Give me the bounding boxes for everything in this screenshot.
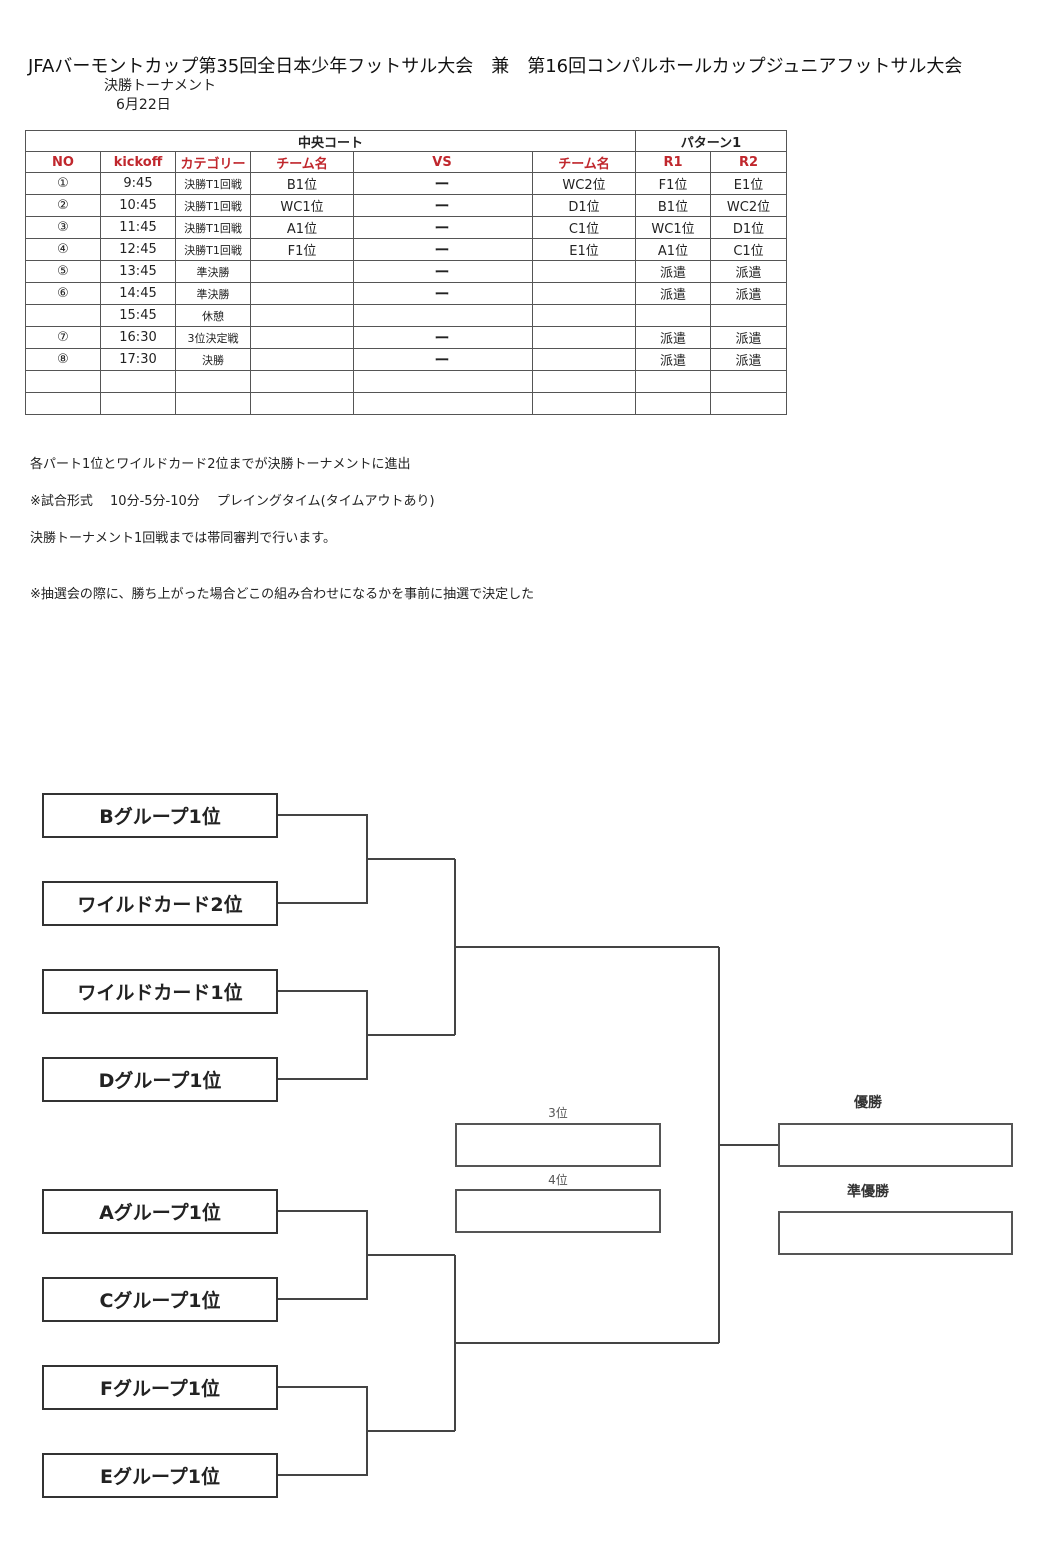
cell-kickoff: 11:45 bbox=[100, 216, 176, 239]
page-subtitle: 決勝トーナメント bbox=[104, 78, 216, 94]
col-vs: VS bbox=[404, 151, 480, 173]
runner-up-box bbox=[778, 1211, 1013, 1255]
cell-r1: WC1位 bbox=[635, 216, 711, 239]
cell-r2: 派遣 bbox=[710, 326, 787, 349]
note-referee: 決勝トーナメント1回戦までは帯同審判で行います。 bbox=[30, 531, 336, 546]
schedule-table: 中央コート パターン1 NO kickoff カテゴリー チーム名 VS チーム… bbox=[25, 130, 787, 415]
bracket-team-f1: Fグループ1位 bbox=[42, 1365, 278, 1410]
schedule-row bbox=[25, 370, 787, 393]
col-no: NO bbox=[25, 151, 101, 173]
bracket-team-b1: Bグループ1位 bbox=[42, 793, 278, 838]
bracket-team-wc2: ワイルドカード2位 bbox=[42, 881, 278, 926]
cell-category: 3位決定戦 bbox=[175, 326, 251, 349]
col-kickoff: kickoff bbox=[100, 151, 176, 173]
schedule-row bbox=[25, 392, 787, 415]
cell-vs bbox=[404, 392, 480, 415]
bracket-team-wc1: ワイルドカード1位 bbox=[42, 969, 278, 1014]
col-team2: チーム名 bbox=[532, 151, 636, 173]
third-place-box bbox=[455, 1123, 661, 1167]
cell-kickoff: 10:45 bbox=[100, 194, 176, 217]
event-date: 6月22日 bbox=[116, 97, 171, 113]
cell-r2: 派遣 bbox=[710, 282, 787, 305]
cell-r2 bbox=[710, 392, 787, 415]
cell-kickoff: 16:30 bbox=[100, 326, 176, 349]
note-draw: ※抽選会の際に、勝ち上がった場合どこの組み合わせになるかを事前に抽選で決定した bbox=[30, 587, 535, 602]
bracket-team-d1: Dグループ1位 bbox=[42, 1057, 278, 1102]
note-advance: 各パート1位とワイルドカード2位までが決勝トーナメントに進出 bbox=[30, 457, 411, 472]
cell-team1: A1位 bbox=[250, 216, 354, 239]
winner-label: 優勝 bbox=[854, 1095, 882, 1111]
cell-r1: B1位 bbox=[635, 194, 711, 217]
runner-up-label: 準優勝 bbox=[847, 1184, 889, 1200]
fourth-place-box bbox=[455, 1189, 661, 1233]
note-format: ※試合形式 10分-5分-10分 プレイングタイム(タイムアウトあり) bbox=[30, 494, 435, 509]
bracket-team-c1: Cグループ1位 bbox=[42, 1277, 278, 1322]
col-team1: チーム名 bbox=[250, 151, 354, 173]
fourth-place-label: 4位 bbox=[548, 1173, 568, 1187]
cell-r2: C1位 bbox=[710, 238, 787, 261]
cell-category: 決勝T1回戦 bbox=[175, 216, 251, 239]
pattern-header: パターン1 bbox=[635, 130, 787, 152]
cell-team1 bbox=[250, 392, 354, 415]
cell-vs: ー bbox=[404, 348, 480, 371]
bracket-team-e1: Eグループ1位 bbox=[42, 1453, 278, 1498]
cell-team1: WC1位 bbox=[250, 194, 354, 217]
cell-spacer bbox=[479, 392, 533, 415]
third-place-label: 3位 bbox=[548, 1106, 568, 1120]
cell-r2: 派遣 bbox=[710, 348, 787, 371]
cell-r2: D1位 bbox=[710, 216, 787, 239]
cell-r1: F1位 bbox=[635, 172, 711, 195]
cell-vs: ー bbox=[404, 172, 480, 195]
page-title: JFAバーモントカップ第35回全日本少年フットサル大会 兼 第16回コンパルホー… bbox=[28, 56, 963, 77]
winner-box bbox=[778, 1123, 1013, 1167]
cell-r2: 派遣 bbox=[710, 260, 787, 283]
cell-kickoff: 15:45 bbox=[100, 304, 176, 327]
bracket-team-a1: Aグループ1位 bbox=[42, 1189, 278, 1234]
cell-spacer bbox=[353, 392, 405, 415]
